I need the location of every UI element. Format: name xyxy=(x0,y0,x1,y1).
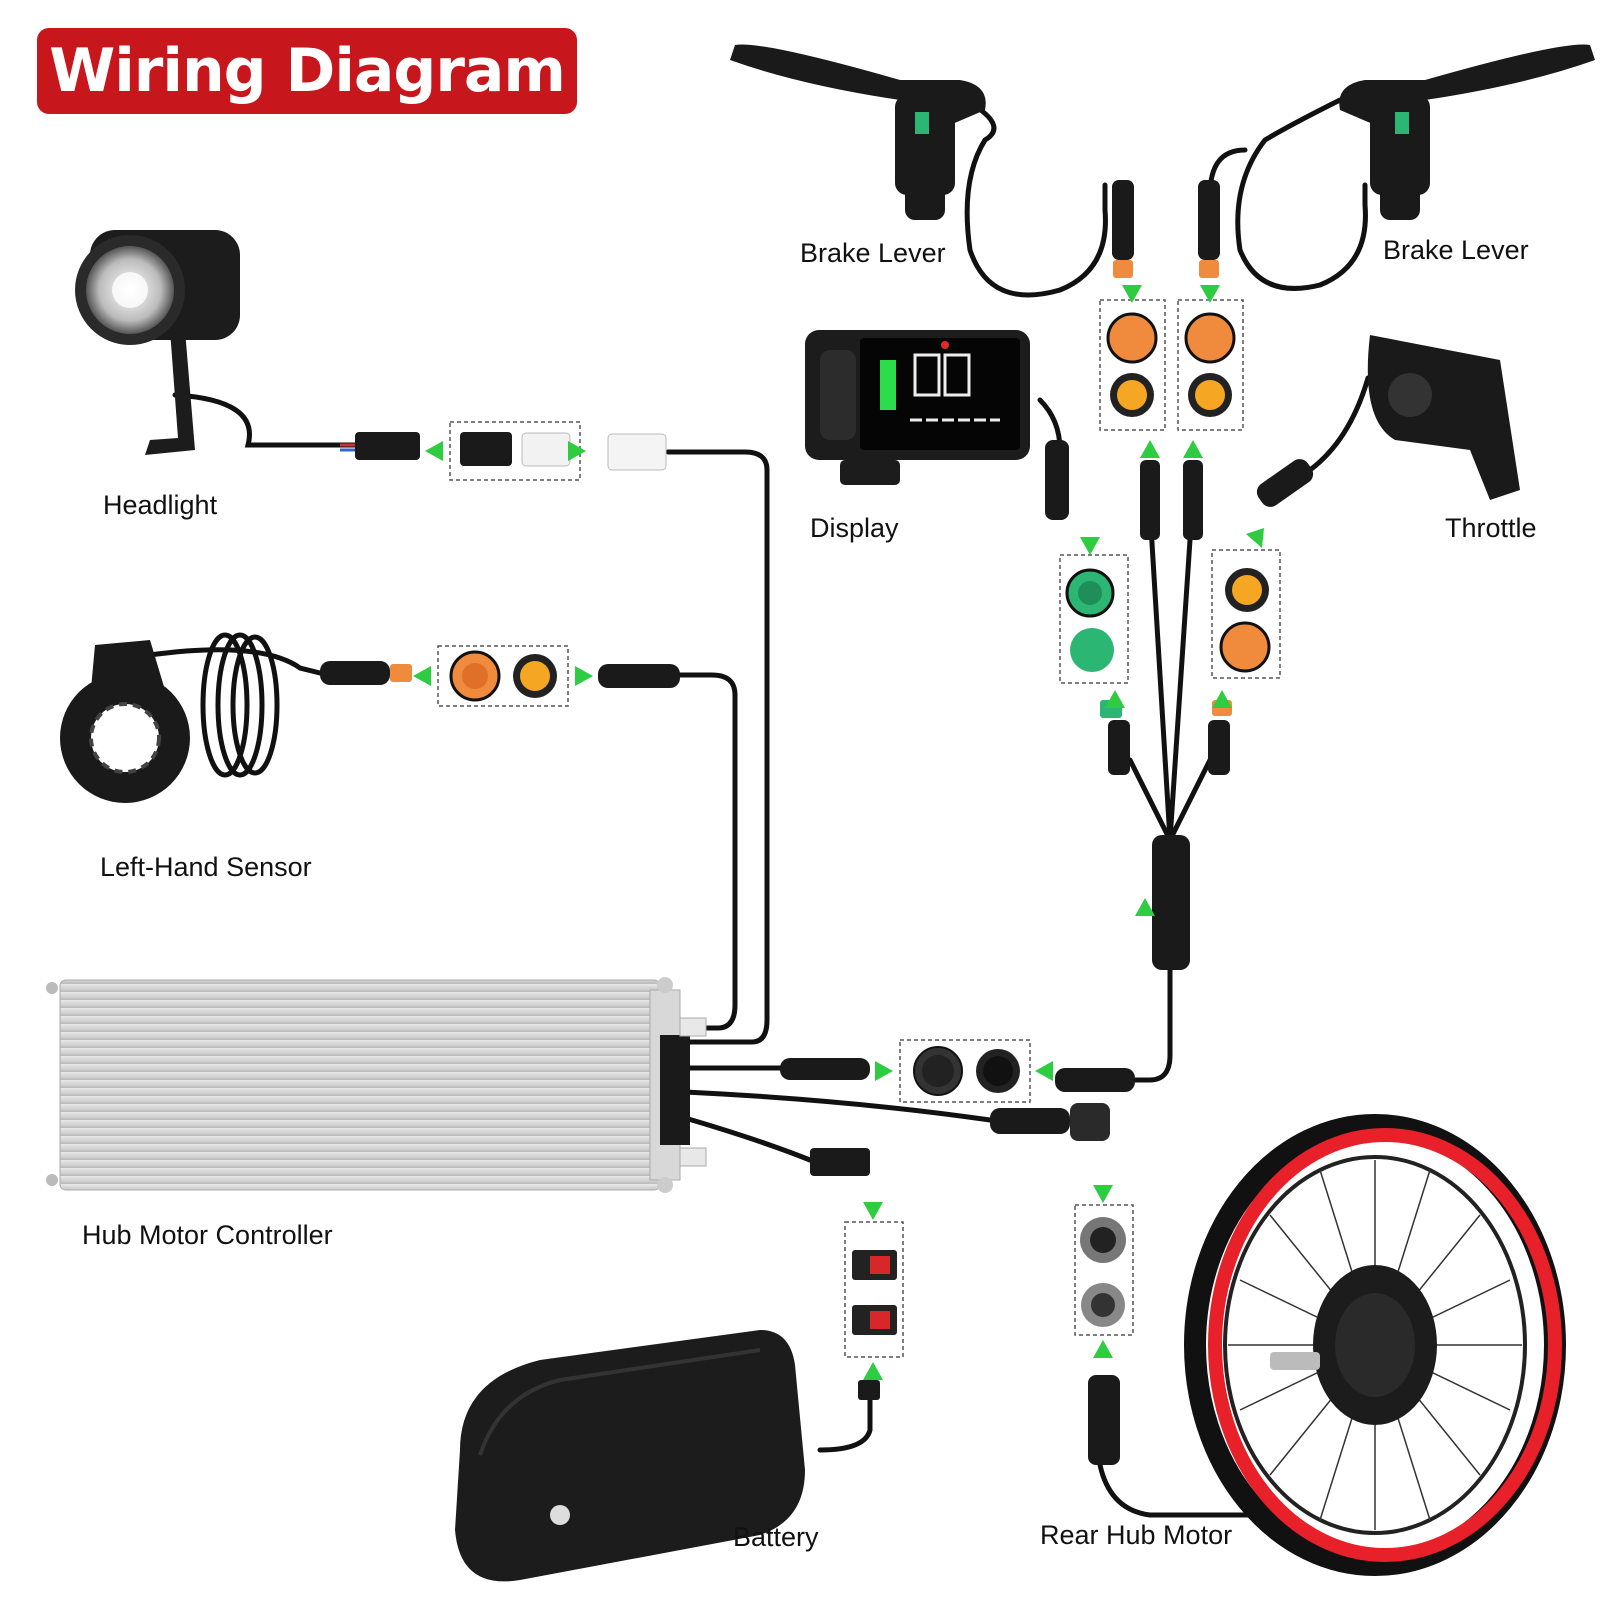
headlight-illustration xyxy=(75,230,240,455)
motor-connector-pair xyxy=(990,1103,1134,1465)
right-brake-cable-loop xyxy=(1235,97,1368,291)
arrow xyxy=(575,666,593,686)
battery-cable xyxy=(817,1392,873,1453)
harness-fan-cables xyxy=(1127,507,1213,843)
motor-cable xyxy=(1097,1462,1253,1518)
controller-sensor-cable xyxy=(677,672,738,1031)
page-title: Wiring Diagram xyxy=(37,28,577,114)
display-illustration xyxy=(805,330,1030,485)
arrow xyxy=(1093,1340,1113,1358)
brake-lever-left-label: Brake Lever xyxy=(800,238,946,268)
sensor-connector-pair xyxy=(437,645,680,707)
rear-hub-motor-label: Rear Hub Motor xyxy=(1040,1520,1233,1550)
battery-label: Battery xyxy=(733,1522,819,1552)
rear-hub-motor-illustration xyxy=(1184,1114,1566,1576)
harness-splitter xyxy=(1100,460,1232,970)
harness-trunk-cable xyxy=(1057,962,1173,1083)
controller-motor-cable xyxy=(682,1089,993,1123)
arrow xyxy=(1140,440,1160,458)
brake-lever-right-label: Brake Lever xyxy=(1383,235,1529,265)
arrow xyxy=(863,1362,883,1380)
left-hand-sensor-label: Left-Hand Sensor xyxy=(100,852,312,882)
arrow xyxy=(1200,285,1220,303)
arrow xyxy=(1093,1185,1113,1203)
arrow xyxy=(875,1061,893,1081)
throttle-connector-pair xyxy=(1211,459,1314,679)
left-brake-cable xyxy=(962,97,1108,298)
hub-motor-controller-illustration xyxy=(46,977,707,1193)
headlight-label: Headlight xyxy=(103,490,218,520)
brake-lever-right-illustration xyxy=(1339,44,1595,220)
arrow xyxy=(1135,898,1155,916)
arrow xyxy=(425,441,443,461)
battery-illustration xyxy=(455,1330,805,1582)
brake-connector-pairs xyxy=(1099,180,1244,431)
arrow xyxy=(413,666,431,686)
arrow xyxy=(1246,528,1264,548)
hub-motor-controller-label: Hub Motor Controller xyxy=(82,1220,333,1250)
throttle-cable xyxy=(1307,375,1371,473)
throttle-illustration xyxy=(1367,335,1520,500)
arrow xyxy=(1212,690,1232,708)
sensor-cable xyxy=(147,647,323,676)
display-connector-pair xyxy=(1045,440,1129,684)
controller-headlight-cable xyxy=(665,449,770,1045)
headlight-connector-pair xyxy=(340,421,667,481)
display-label: Display xyxy=(810,513,899,543)
headlight-cable xyxy=(172,392,363,448)
throttle-label: Throttle xyxy=(1445,513,1537,543)
brake-lever-left-illustration xyxy=(730,44,986,220)
battery-connector-pair xyxy=(810,1148,904,1400)
arrow xyxy=(1183,440,1203,458)
arrow xyxy=(1035,1061,1053,1081)
arrow xyxy=(863,1202,883,1220)
arrow xyxy=(1080,537,1100,555)
arrow xyxy=(1105,690,1125,708)
arrow xyxy=(1122,285,1142,303)
cables xyxy=(147,97,1371,1518)
arrow xyxy=(568,441,586,461)
controller-battery-cable xyxy=(682,1115,813,1163)
connection-arrows xyxy=(413,285,1264,1380)
main-harness-connector-pair xyxy=(780,1039,1135,1103)
left-hand-sensor-illustration xyxy=(60,632,412,803)
